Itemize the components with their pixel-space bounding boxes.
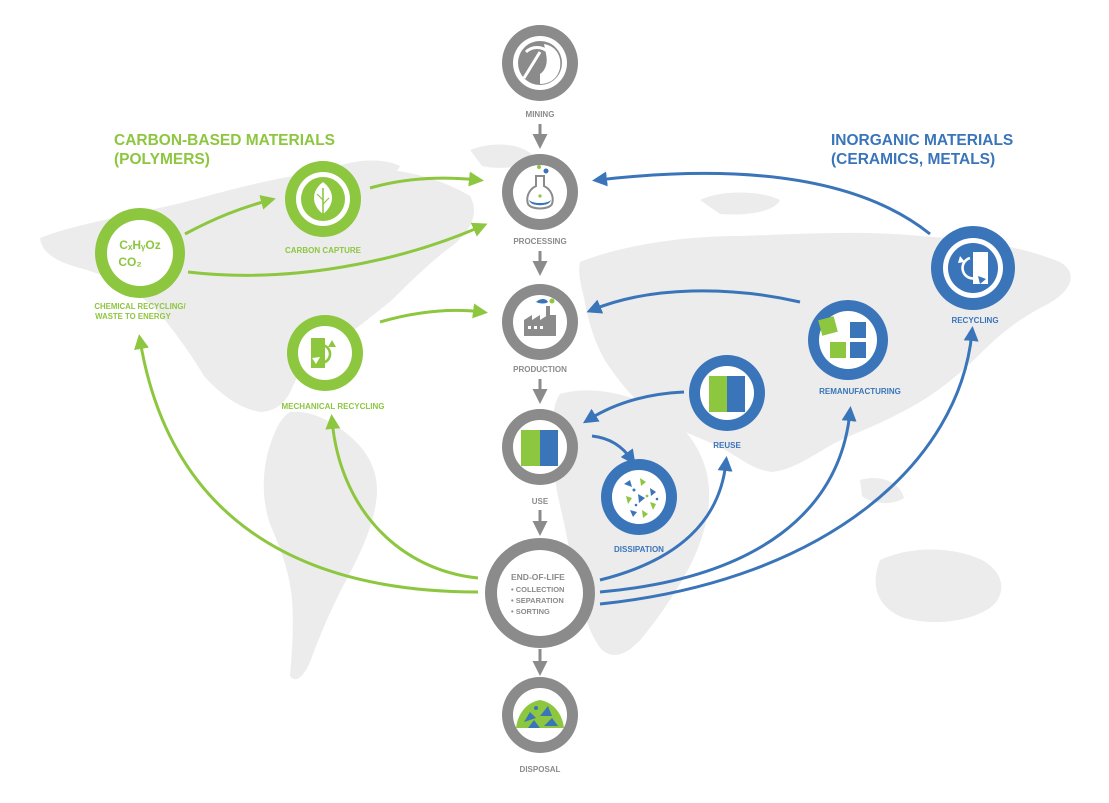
waste-heap-icon [516, 700, 564, 728]
end-of-life-item-separation: • SEPARATION [511, 596, 564, 605]
factory-icon [524, 298, 556, 336]
arrow-end-of-life-to-remanufacturing [599, 406, 857, 594]
node-production: PRODUCTION [502, 284, 578, 374]
node-mechanical-recycling: MECHANICAL RECYCLING [282, 315, 385, 411]
node-label-reuse: REUSE [713, 441, 741, 450]
inorganic-heading-line1: INORGANIC MATERIALS [831, 132, 1014, 149]
node-carbon-capture: CARBON CAPTURE [285, 161, 362, 255]
node-label-dissipation: DISSIPATION [614, 545, 664, 554]
node-dissipation: DISSIPATION [601, 459, 677, 554]
chemical-formula-hydrocarbon: CₓHᵧOz [119, 238, 160, 252]
arrow-remanufacturing-to-production [586, 289, 801, 314]
carbon-heading-line2: (POLYMERS) [114, 151, 210, 168]
arrow-recycling-to-processing [592, 171, 931, 236]
node-end-of-life: END-OF-LIFE • COLLECTION • SEPARATION • … [485, 538, 595, 648]
arrow-mechanical-to-production [379, 303, 488, 324]
node-mining: MINING [502, 25, 578, 119]
material-blocks-icon [521, 430, 558, 466]
squares-icon [818, 316, 866, 358]
arrow-chemical-to-carbon-capture [184, 195, 276, 236]
node-label-production: PRODUCTION [513, 365, 567, 374]
blue-flow-arrows [582, 171, 979, 606]
node-label-chemical-recycling-line2: WASTE TO ENERGY [95, 312, 171, 321]
node-recycling: RECYCLING [931, 226, 1015, 325]
carbon-heading-line1: CARBON-BASED MATERIALS [114, 132, 336, 149]
node-processing: PROCESSING [502, 154, 578, 246]
node-label-processing: PROCESSING [513, 237, 566, 246]
pickaxe-rock-icon [522, 44, 561, 84]
chemical-formula-co2: CO₂ [118, 255, 141, 269]
node-label-chemical-recycling-line1: CHEMICAL RECYCLING/ [94, 302, 186, 311]
recycle-block-icon [311, 338, 336, 368]
recycle-block-icon [958, 252, 988, 284]
scattered-fragments-icon [624, 478, 659, 518]
node-label-disposal: DISPOSAL [520, 765, 561, 774]
leaf-icon [313, 182, 333, 218]
inorganic-heading: INORGANIC MATERIALS (CERAMICS, METALS) [831, 131, 1013, 169]
end-of-life-title: END-OF-LIFE [511, 572, 565, 582]
end-of-life-item-collection: • COLLECTION [511, 585, 564, 594]
node-disposal: DISPOSAL [502, 677, 578, 774]
flask-icon [526, 165, 554, 210]
node-use: USE [502, 409, 578, 506]
node-chemical-recycling: CₓHᵧOz CO₂ CHEMICAL RECYCLING/ WASTE TO … [94, 208, 186, 321]
arrow-end-of-life-to-chemical [134, 334, 479, 594]
node-label-recycling: RECYCLING [951, 316, 998, 325]
arrow-chemical-to-processing [187, 222, 488, 277]
end-of-life-item-sorting: • SORTING [511, 607, 550, 616]
arrow-end-of-life-to-reuse [599, 456, 733, 582]
node-label-remanufacturing: REMANUFACTURING [819, 387, 901, 396]
node-label-mechanical-recycling: MECHANICAL RECYCLING [282, 402, 385, 411]
node-reuse: REUSE [689, 355, 765, 450]
node-remanufacturing: REMANUFACTURING [808, 300, 901, 396]
node-label-use: USE [532, 497, 549, 506]
arrow-reuse-to-use [582, 390, 685, 424]
node-label-mining: MINING [526, 110, 555, 119]
arrow-use-to-dissipation [591, 434, 636, 465]
arrow-end-of-life-to-recycling [599, 326, 979, 606]
arrow-end-of-life-to-mechanical [325, 414, 479, 580]
green-flow-arrows [134, 171, 488, 594]
node-label-carbon-capture: CARBON CAPTURE [285, 246, 362, 255]
material-blocks-icon [709, 376, 745, 412]
inorganic-heading-line2: (CERAMICS, METALS) [831, 151, 996, 168]
arrow-carbon-capture-to-processing [369, 171, 484, 190]
carbon-based-heading: CARBON-BASED MATERIALS (POLYMERS) [114, 131, 335, 169]
